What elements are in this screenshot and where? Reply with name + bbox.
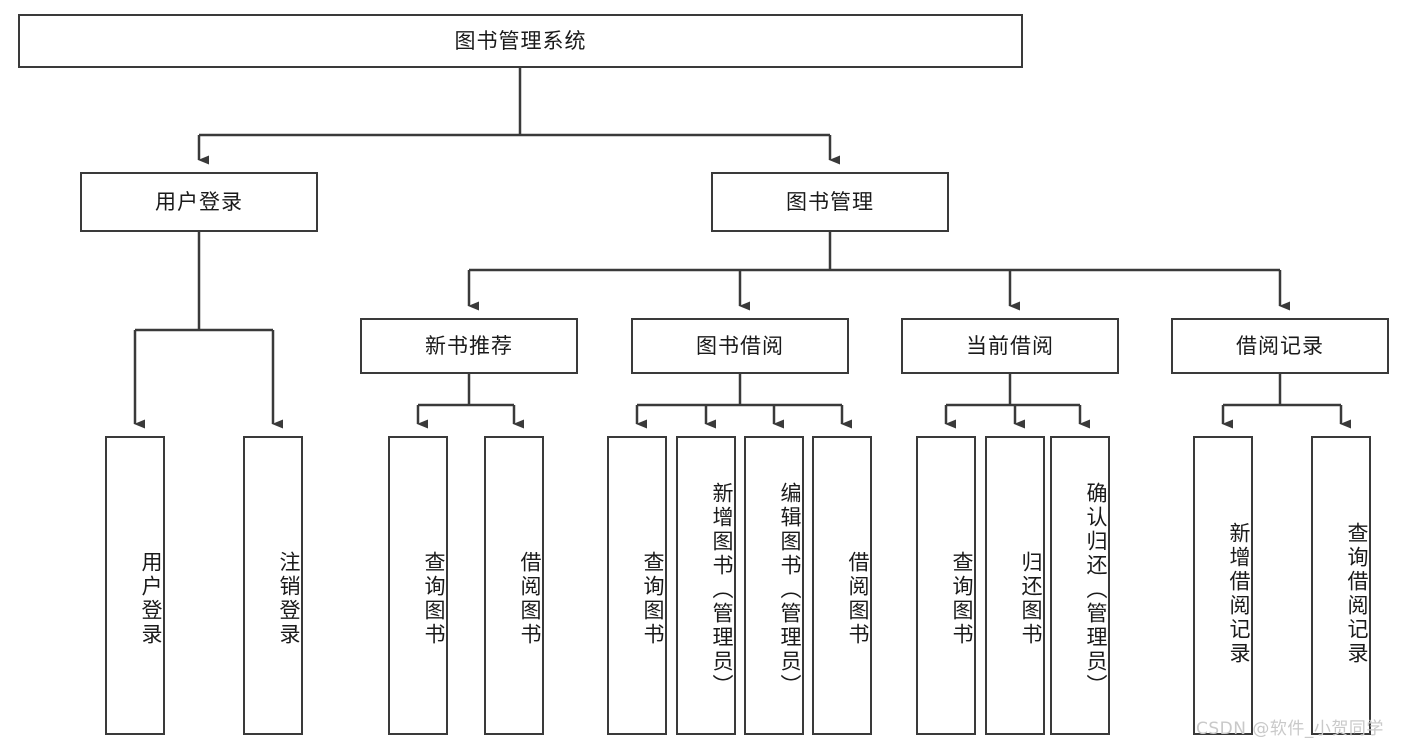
node-leaf-add-record[interactable]: 新增借阅记录 xyxy=(1193,436,1253,735)
node-book-borrow[interactable]: 图书借阅 xyxy=(631,318,849,374)
node-user-login[interactable]: 用户登录 xyxy=(80,172,318,232)
node-root[interactable]: 图书管理系统 xyxy=(18,14,1023,68)
node-leaf-query-book-2[interactable]: 查询图书 xyxy=(607,436,667,735)
node-leaf-query-book-3[interactable]: 查询图书 xyxy=(916,436,976,735)
node-leaf-user-login[interactable]: 用户登录 xyxy=(105,436,165,735)
node-current-borrow[interactable]: 当前借阅 xyxy=(901,318,1119,374)
node-leaf-return-book[interactable]: 归还图书 xyxy=(985,436,1045,735)
node-leaf-query-record[interactable]: 查询借阅记录 xyxy=(1311,436,1371,735)
node-new-book-rec[interactable]: 新书推荐 xyxy=(360,318,578,374)
node-leaf-borrow-book-2[interactable]: 借阅图书 xyxy=(812,436,872,735)
node-leaf-logout[interactable]: 注销登录 xyxy=(243,436,303,735)
node-leaf-confirm-return[interactable]: 确认归还（管理员） xyxy=(1050,436,1110,735)
node-leaf-add-book[interactable]: 新增图书（管理员） xyxy=(676,436,736,735)
node-leaf-edit-book[interactable]: 编辑图书（管理员） xyxy=(744,436,804,735)
node-book-manage[interactable]: 图书管理 xyxy=(711,172,949,232)
node-leaf-borrow-book-1[interactable]: 借阅图书 xyxy=(484,436,544,735)
node-leaf-query-book-1[interactable]: 查询图书 xyxy=(388,436,448,735)
node-borrow-record[interactable]: 借阅记录 xyxy=(1171,318,1389,374)
watermark-csdn: CSDN @软件_小贺同学 xyxy=(1196,719,1384,739)
